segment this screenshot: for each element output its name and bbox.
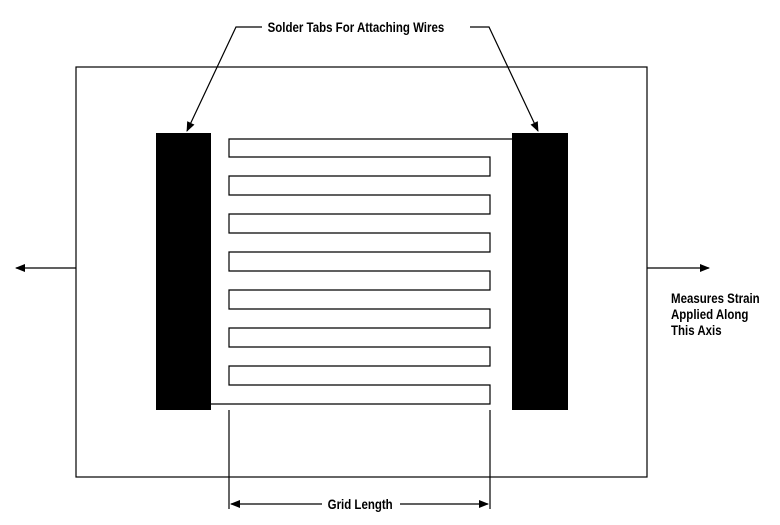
serpentine-grid: [211, 138, 512, 405]
grid-length-label: Grid Length: [326, 496, 395, 512]
strain-axis-label-line-1: Measures Strain: [671, 290, 760, 306]
strain-axis-label: Measures Strain Applied Along This Axis: [671, 290, 760, 338]
leader-arrow-left-tab: [186, 26, 262, 132]
strain-axis-label-line-3: This Axis: [671, 322, 722, 338]
solder-tabs-label: Solder Tabs For Attaching Wires: [266, 19, 446, 35]
strain-axis-label-line-2: Applied Along: [671, 306, 749, 322]
solder-tab-left: [156, 133, 211, 410]
gauge-backing: [75, 66, 648, 478]
solder-tab-right: [512, 133, 568, 410]
leader-arrow-right-tab: [470, 26, 539, 132]
